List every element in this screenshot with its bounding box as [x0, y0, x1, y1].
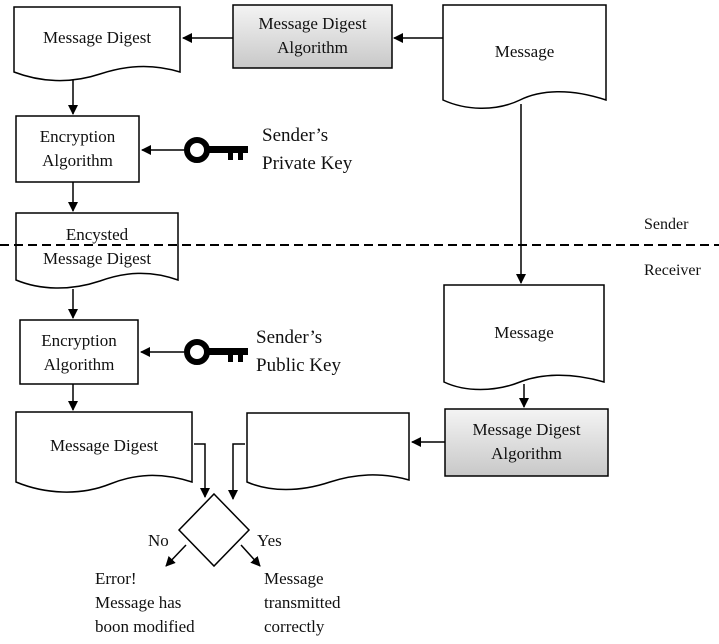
receiver-message-doc	[443, 284, 605, 391]
sender-message-label: Message	[494, 42, 555, 61]
public-key-label: Sender’s Public Key	[256, 324, 341, 380]
receiver-message-label: Message	[494, 323, 554, 342]
private-key-line1: Sender’s	[262, 125, 329, 146]
receiver-message-digest-doc	[15, 411, 193, 493]
sender-encryption-box	[15, 115, 140, 183]
private-key-label: Sender’s Private Key	[262, 122, 352, 178]
sender-md-algorithm-line2: Algorithm	[277, 38, 348, 57]
sender-md-algorithm-box	[232, 4, 393, 69]
receiver-computed-digest-doc	[246, 412, 410, 491]
decision-diamond	[177, 492, 251, 568]
decision-yes-label: Yes	[257, 531, 282, 550]
receiver-encryption-label: Encryption Algorithm	[20, 326, 138, 380]
receiver-md-algorithm-line1: Message Digest	[472, 420, 581, 439]
key-icon	[184, 339, 248, 365]
sender-message-digest-doc	[13, 6, 181, 82]
public-key-line2: Public Key	[256, 355, 341, 376]
receiver-md-algorithm-box	[444, 408, 609, 477]
arrow-computed-to-decision	[228, 443, 245, 500]
sender-encryption-line2: Algorithm	[42, 151, 113, 170]
error-result-line3: boon modified	[95, 617, 195, 636]
sender-message-digest-label: Message Digest	[42, 28, 152, 47]
sender-section-label: Sender	[644, 216, 689, 233]
private-key-line2: Private Key	[262, 153, 353, 174]
encrypted-digest-label: Encysted Message Digest	[16, 222, 178, 272]
receiver-section-label: Receiver	[644, 262, 701, 279]
receiver-encryption-box	[19, 319, 139, 385]
decision-no-label: No	[148, 531, 169, 550]
arrow-decision-no	[165, 544, 187, 567]
sender-message-doc	[442, 4, 607, 109]
success-result-line3: correctly	[264, 617, 325, 636]
sender-encryption-line1: Encryption	[39, 127, 116, 146]
receiver-md-algorithm-line2: Algorithm	[491, 444, 562, 463]
error-result-text: Error! Message has boon modified	[95, 567, 195, 639]
receiver-computed-digest-label	[247, 428, 409, 464]
sender-encrypted-digest-doc	[15, 212, 179, 289]
public-key-line1: Sender’s	[256, 327, 323, 348]
sender-md-algorithm-line1: Message Digest	[258, 14, 367, 33]
error-result-line1: Error!	[95, 569, 137, 588]
encrypted-digest-line1: Encysted	[65, 225, 129, 244]
arrow-decision-yes	[240, 544, 261, 567]
receiver-message-digest-label: Message Digest	[49, 436, 159, 455]
receiver-md-algorithm-label: Message Digest Algorithm	[445, 414, 608, 470]
arrow-digest-to-decision	[194, 443, 210, 498]
encrypted-digest-line2: Message Digest	[42, 249, 152, 268]
key-icon	[184, 137, 248, 163]
receiver-encryption-line1: Encryption	[41, 331, 117, 350]
sender-md-algorithm-label: Message Digest Algorithm	[233, 9, 392, 63]
sender-encryption-label: Encryption Algorithm	[16, 122, 139, 176]
success-result-text: Message transmitted correctly	[264, 567, 340, 639]
error-result-line2: Message has	[95, 593, 182, 612]
success-result-line2: transmitted	[264, 593, 341, 612]
receiver-encryption-line2: Algorithm	[43, 355, 115, 374]
success-result-line1: Message	[264, 569, 324, 588]
